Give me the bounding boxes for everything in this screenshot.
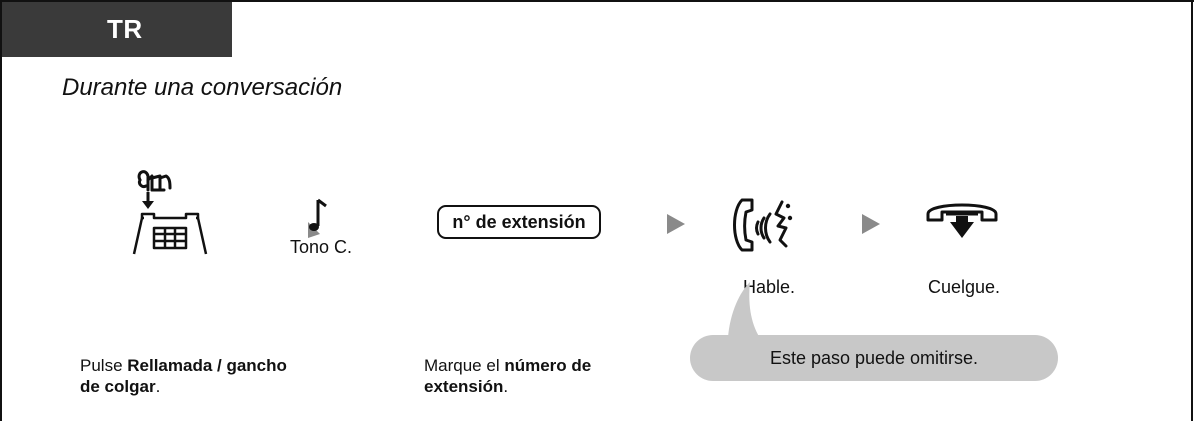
- mode-tab: TR: [2, 2, 232, 57]
- flash-recall-press-icon: [132, 170, 208, 255]
- talk-caption: Hable.: [743, 277, 796, 297]
- frame-top-border: [0, 0, 1194, 2]
- handset-talk-icon: [733, 198, 793, 252]
- step1-description: Pulse Rellamada / gancho de colgar.: [80, 356, 287, 396]
- step3-description: Marque el número de extensión.: [424, 356, 592, 396]
- heading: Durante una conversación: [62, 74, 343, 101]
- confirmation-tone-icon: [308, 198, 327, 238]
- next-step-arrow-icon: [862, 214, 880, 234]
- frame-left-border: [0, 0, 2, 421]
- frame-right-border: [1191, 0, 1193, 421]
- next-step-arrow-icon: [667, 214, 685, 234]
- tone-caption: Tono C.: [290, 237, 353, 257]
- hang-up-icon: [926, 203, 998, 238]
- note-bubble-tail: [728, 282, 760, 338]
- extension-number-key: n° de extensión: [437, 205, 601, 239]
- optional-step-note: Este paso puede omitirse.: [690, 335, 1058, 381]
- hang-up-caption: Cuelgue.: [928, 277, 1001, 297]
